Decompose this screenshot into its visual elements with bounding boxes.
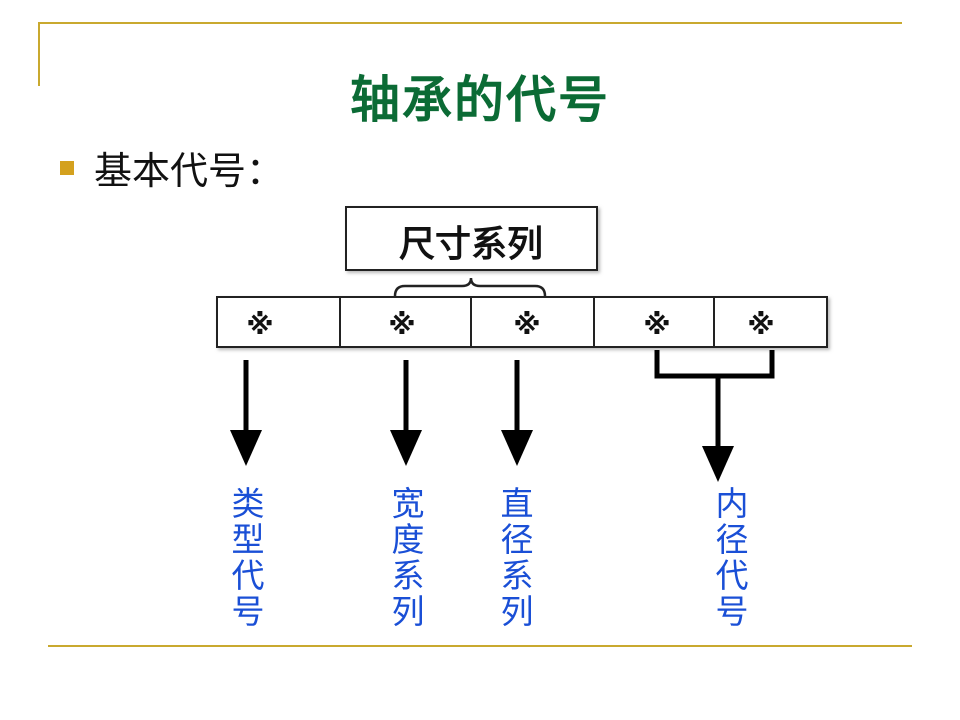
bullet-text: 基本代号： — [94, 149, 285, 193]
label-diameter-series: 直径系列 — [500, 484, 534, 631]
slide-title: 轴承的代号 — [350, 70, 610, 129]
bullet-square-icon — [60, 161, 74, 175]
size-series-label: 尺寸系列 — [399, 224, 543, 265]
code-cell-3: ※ — [513, 308, 540, 341]
code-cell-5: ※ — [747, 308, 774, 341]
arrow-width-series — [390, 360, 422, 466]
bottom-rule — [48, 645, 912, 647]
bore-bracket — [654, 350, 775, 379]
label-bore-code: 内径代号 — [715, 484, 749, 631]
top-rule — [38, 22, 902, 24]
size-series-brace — [393, 277, 547, 297]
code-cell-4: ※ — [643, 308, 670, 341]
left-rule — [38, 22, 40, 86]
arrow-type — [230, 360, 262, 466]
code-cell-2: ※ — [388, 308, 415, 341]
label-type-code: 类型代号 — [231, 484, 265, 631]
arrow-diameter-series — [501, 360, 533, 466]
size-series-box — [345, 206, 598, 271]
code-strip — [216, 296, 828, 348]
label-width-series: 宽度系列 — [391, 484, 425, 631]
code-cell-1: ※ — [246, 308, 273, 341]
arrow-bore-code — [702, 376, 734, 482]
